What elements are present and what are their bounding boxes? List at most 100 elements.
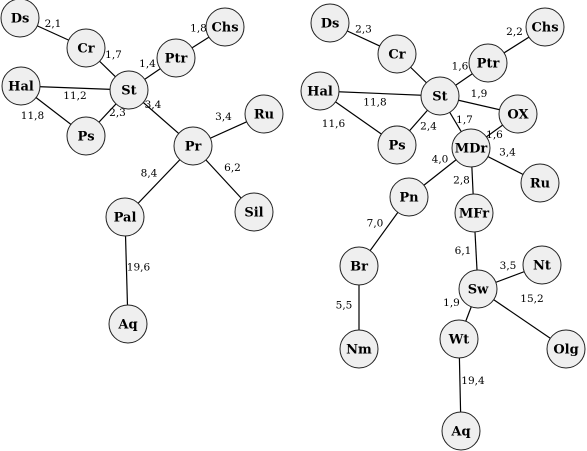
- node-label: Hal: [8, 80, 34, 95]
- node-r_mdr: MDr: [451, 128, 491, 168]
- node-circle: [66, 116, 106, 156]
- node-l_ds: Ds: [0, 0, 40, 38]
- edge-label: 2,3: [355, 24, 372, 36]
- node-l_pal: Pal: [105, 197, 145, 237]
- edge-label: 2,1: [45, 18, 62, 30]
- edge-label: 19,4: [461, 375, 485, 387]
- node-l_ptr: Ptr: [156, 38, 196, 78]
- node-l_ps: Ps: [66, 116, 106, 156]
- node-circle: [525, 7, 565, 47]
- edge-label: 11,6: [322, 118, 346, 130]
- edge-label: 1,8: [190, 23, 207, 35]
- node-label: Cr: [77, 42, 94, 57]
- node-r_ox: OX: [498, 94, 538, 134]
- node-label: Ps: [388, 139, 405, 154]
- node-circle: [173, 126, 213, 166]
- edge-label: 1,6: [486, 129, 503, 141]
- node-circle: [339, 246, 379, 286]
- edge-label: 2,2: [506, 26, 523, 38]
- node-circle: [377, 34, 417, 74]
- node-circle: [468, 43, 508, 83]
- node-r_olg: Olg: [546, 329, 586, 369]
- node-circle: [546, 329, 586, 369]
- edge-label: 2,4: [420, 121, 437, 133]
- node-r_ps: Ps: [377, 125, 417, 165]
- edge-label: 1,7: [456, 114, 473, 126]
- node-circle: [105, 197, 145, 237]
- edge-label: 7,0: [367, 218, 384, 230]
- edge-r_hal-r_st: [319, 90, 441, 97]
- edge-label: 11,2: [63, 90, 86, 102]
- node-circle: [109, 70, 149, 110]
- node-label: Nm: [346, 343, 372, 358]
- edge-label: 1,9: [471, 88, 488, 100]
- node-circle: [441, 411, 481, 451]
- edge-label: 6,2: [224, 162, 241, 174]
- node-label: Br: [350, 260, 368, 275]
- edge-label: 3,4: [145, 99, 162, 111]
- edge-label: 2,8: [453, 175, 470, 187]
- edge-label: 3,5: [500, 260, 517, 272]
- node-circle: [1, 66, 41, 106]
- node-label: Chs: [211, 21, 238, 36]
- node-circle: [244, 94, 284, 134]
- node-circle: [108, 304, 148, 344]
- node-circle: [454, 193, 494, 233]
- node-label: Aq: [450, 425, 470, 440]
- node-circle: [339, 329, 379, 369]
- node-r_mfr: MFr: [454, 193, 494, 233]
- node-label: Pn: [399, 191, 419, 206]
- node-l_chs: Chs: [205, 7, 245, 47]
- node-l_ru: Ru: [244, 94, 284, 134]
- edge-label: 1,7: [105, 49, 122, 61]
- node-label: Ds: [11, 12, 30, 27]
- node-r_pn: Pn: [389, 177, 429, 217]
- node-l_cr: Cr: [66, 28, 106, 68]
- edge-label: 8,4: [141, 168, 158, 180]
- node-circle: [66, 28, 106, 68]
- node-r_aq: Aq: [441, 411, 481, 451]
- edge-label: 11,8: [363, 97, 386, 109]
- node-label: Hal: [307, 85, 333, 100]
- node-circle: [389, 177, 429, 217]
- edge-label: 3,4: [499, 147, 516, 159]
- node-r_br: Br: [339, 246, 379, 286]
- node-circle: [377, 125, 417, 165]
- node-label: St: [121, 84, 136, 99]
- edge-label: 1,9: [443, 297, 460, 309]
- node-label: Ps: [77, 130, 94, 145]
- node-circle: [0, 0, 40, 38]
- node-label: Ds: [321, 17, 340, 32]
- node-label: Pr: [185, 140, 202, 155]
- node-r_nm: Nm: [339, 329, 379, 369]
- edge-label: 6,1: [455, 245, 472, 257]
- node-circle: [205, 7, 245, 47]
- node-label: Ptr: [477, 57, 500, 72]
- edge-label: 15,2: [520, 293, 543, 305]
- node-label: OX: [507, 108, 529, 123]
- node-circle: [156, 38, 196, 78]
- node-r_ru: Ru: [520, 163, 560, 203]
- node-circle: [234, 192, 274, 232]
- node-label: Chs: [531, 21, 558, 36]
- edge-label: 11,8: [21, 110, 44, 122]
- node-r_nt: Nt: [522, 245, 562, 285]
- node-circle: [520, 163, 560, 203]
- edge-label: 1,4: [139, 58, 156, 70]
- node-l_pr: Pr: [173, 126, 213, 166]
- node-l_st: St: [109, 70, 149, 110]
- node-l_aq: Aq: [108, 304, 148, 344]
- node-circle: [498, 94, 538, 134]
- node-label: Olg: [553, 343, 578, 358]
- node-label: Aq: [117, 318, 137, 333]
- node-r_wt: Wt: [439, 319, 479, 359]
- node-circle: [420, 76, 460, 116]
- node-label: Wt: [448, 333, 470, 348]
- node-label: Cr: [388, 48, 405, 63]
- node-label: MDr: [455, 142, 488, 157]
- node-label: Nt: [533, 259, 551, 274]
- node-r_sw: Sw: [458, 269, 498, 309]
- node-circle: [522, 245, 562, 285]
